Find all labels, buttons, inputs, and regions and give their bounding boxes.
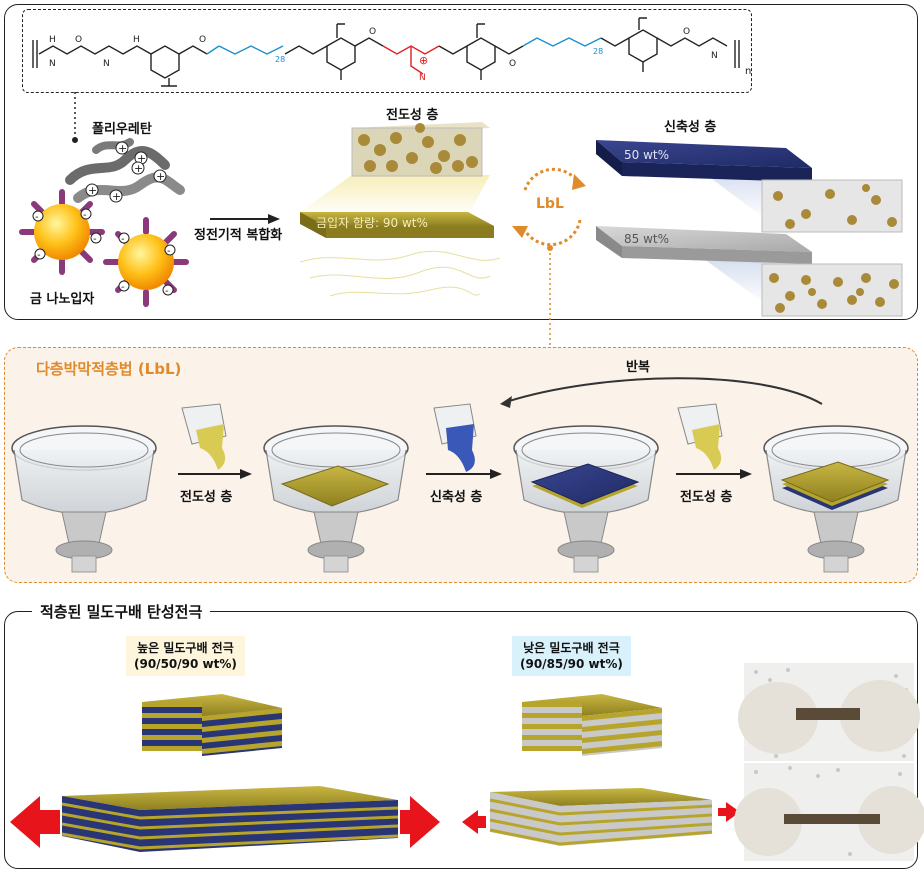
low-gradient-name: 낮은 밀도구배 전극 [523,641,620,655]
formula-sub-28-right: 28 [593,47,603,56]
low-gradient-ratio: (90/85/90 wt%) [520,657,623,671]
lbl-process-panel [4,347,918,583]
gold-content-label: 금입자 함량: 90 wt% [316,216,428,230]
stretchable-layer-label: 신축성 층 [664,120,717,135]
svg-text:N: N [49,59,56,69]
lbl-cycle-label: LbL [536,196,564,212]
bottom-title: 적층된 밀도구배 탄성전극 [32,601,211,622]
high-gradient-ratio: (90/50/90 wt%) [134,657,237,671]
composite-formation-panel [4,4,918,320]
gold-np-label: 금 나노입자 [30,292,95,307]
sheet-50-label: 50 wt% [624,148,670,162]
svg-text:H: H [133,35,140,45]
sheet-85-label: 85 wt% [624,232,670,246]
svg-text:⊕: ⊕ [419,54,428,67]
polyurethane-label: 폴리우레탄 [92,122,152,137]
step2-label: 신축성 층 [430,490,483,505]
low-gradient-callout: 낮은 밀도구배 전극 (90/85/90 wt%) [512,636,631,676]
high-gradient-name: 높은 밀도구배 전극 [137,641,234,655]
svg-text:O: O [199,35,206,45]
svg-text:O: O [509,59,516,69]
svg-text:O: O [369,27,376,37]
repeat-label: 반복 [626,360,650,375]
svg-text:O: O [75,35,82,45]
formula-sub-28-left: 28 [275,55,285,64]
step1-label: 전도성 층 [180,490,233,505]
polyurethane-structure-formula: H N O N H O O O O N N ⊕ 28 28 n [32,17,751,87]
lbl-process-title: 다층박막적층법 (LbL) [36,360,182,378]
svg-text:N: N [103,59,110,69]
electrostatic-label: 정전기적 복합화 [194,228,283,243]
high-gradient-callout: 높은 밀도구배 전극 (90/50/90 wt%) [126,636,245,676]
svg-text:N: N [419,73,426,83]
step3-label: 전도성 층 [680,490,733,505]
svg-text:H: H [49,35,56,45]
conductive-layer-label: 전도성 층 [386,108,439,123]
svg-text:N: N [711,51,718,61]
formula-n: n [745,66,751,77]
svg-text:O: O [683,27,690,37]
polyurethane-formula-box: H N O N H O O O O N N ⊕ 28 28 n [22,9,752,93]
